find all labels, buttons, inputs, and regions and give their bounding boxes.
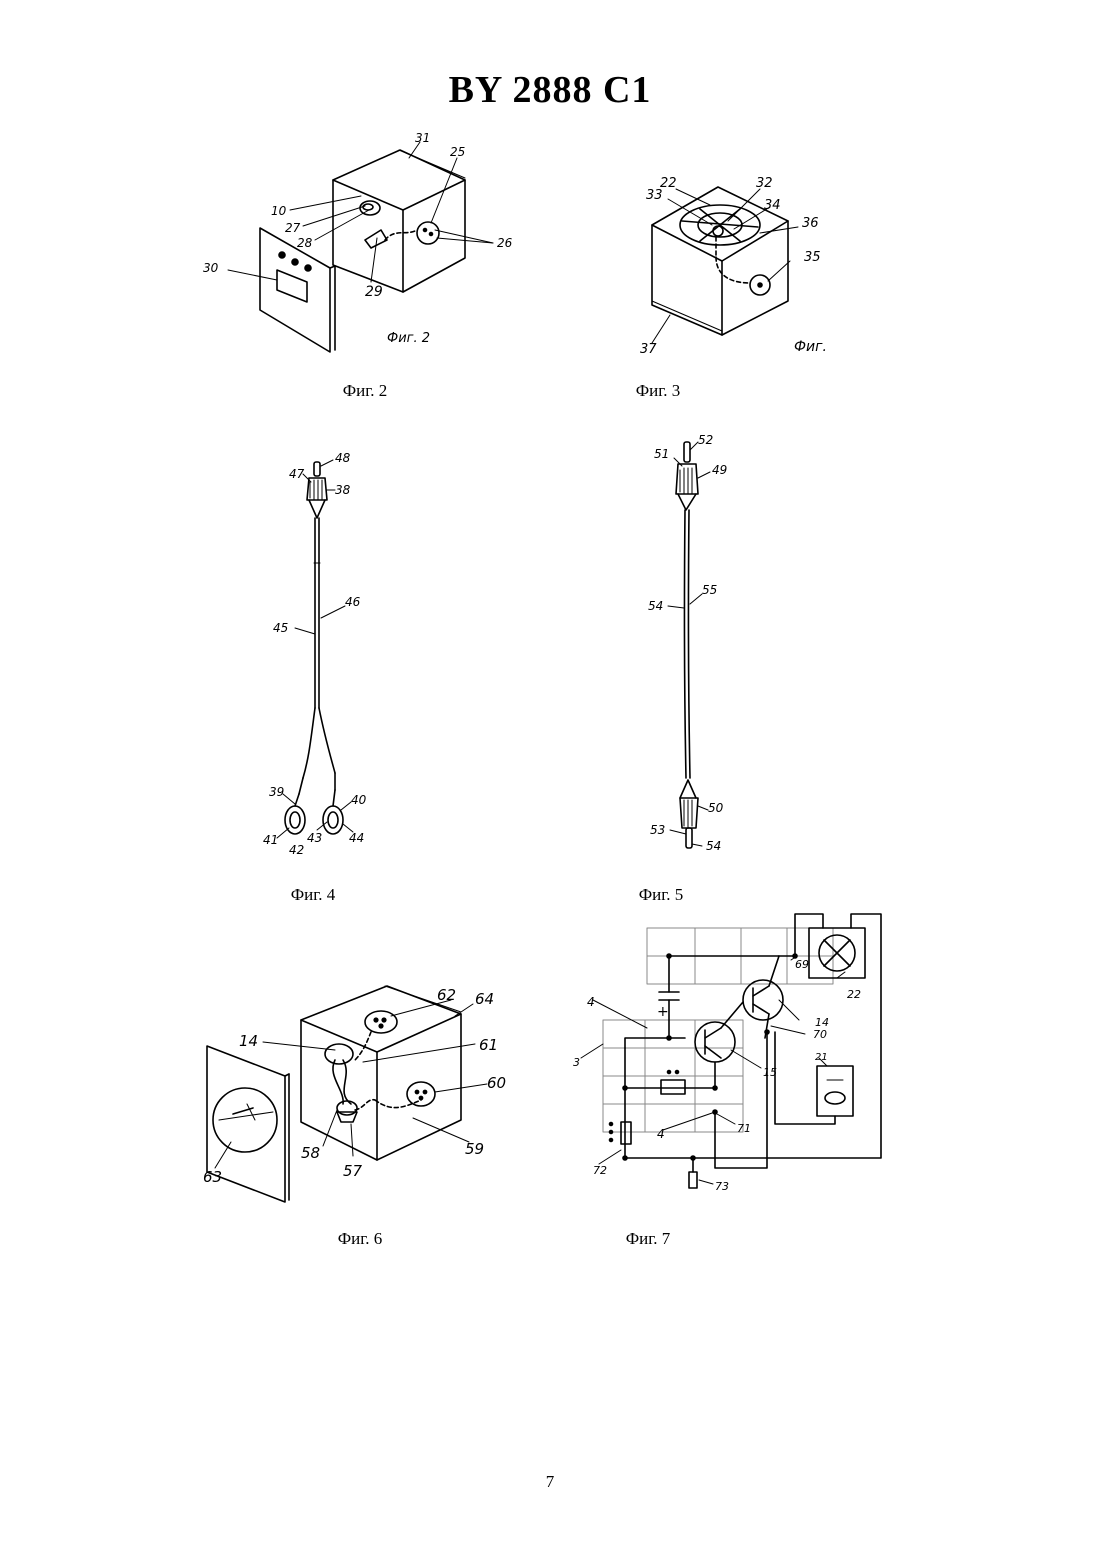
label-46: 46 [345,595,361,609]
label-43: 43 [307,831,322,845]
label-28: 28 [297,236,313,250]
label-54: 54 [648,599,663,613]
label-50: 50 [708,801,724,815]
figure-2-caption: Фиг. 2 [305,381,425,401]
figure-3-inline-label: Фиг. [794,339,827,355]
document-title: BY 2888 C1 [0,68,1100,112]
label-45: 45 [273,621,288,635]
label-70: 70 [813,1028,827,1041]
figure-6-drawing: 62 64 14 61 60 58 57 59 63 [195,980,525,1205]
figure-2-drawing: 31 25 10 27 28 26 29 30 Фиг. 2 [195,130,535,360]
label-4-bottom: 4 [657,1127,665,1141]
figure-4-drawing: 48 47 38 46 45 39 40 41 42 43 44 [255,448,395,868]
label-55: 55 [702,583,717,597]
label-4-top: 4 [587,995,595,1009]
label-10: 10 [271,204,287,218]
label-27: 27 [285,221,301,235]
label-37: 37 [640,342,657,357]
label-51: 51 [654,447,669,461]
label-41: 41 [263,833,278,847]
label-26: 26 [497,236,513,250]
label-47: 47 [289,467,305,481]
label-57: 57 [343,1162,363,1180]
label-35: 35 [804,250,821,265]
label-59: 59 [465,1140,484,1158]
label-39: 39 [269,785,284,799]
label-48: 48 [335,451,351,465]
label-58: 58 [301,1144,320,1162]
label-36: 36 [802,216,819,231]
label-42: 42 [289,843,304,857]
label-30: 30 [203,261,219,275]
label-71: 71 [737,1122,751,1135]
figure-6-caption: Фиг. 6 [300,1229,420,1249]
label-3: 3 [573,1056,580,1069]
label-63: 63 [203,1168,222,1186]
label-22: 22 [847,988,861,1001]
label-25: 25 [450,145,465,159]
label-69: 69 [795,958,809,971]
page-number: 7 [0,1472,1100,1492]
label-64: 64 [475,990,494,1008]
svg-text:+: + [657,1004,669,1020]
label-32: 32 [756,176,773,191]
label-62: 62 [437,986,456,1004]
label-44: 44 [349,831,364,845]
label-52: 52 [698,433,713,447]
label-54-bottom: 54 [706,839,721,853]
label-40: 40 [351,793,367,807]
figure-2-inline-label: Фиг. 2 [387,331,430,346]
label-60: 60 [487,1074,506,1092]
label-29: 29 [365,284,383,300]
figure-5-drawing: 52 51 49 55 54 50 53 54 [640,428,770,868]
figure-7-drawing: + 69 22 4 14 [565,908,895,1208]
label-31: 31 [415,131,430,145]
label-38: 38 [335,483,351,497]
figure-3-drawing: 22 32 33 34 36 35 37 Фиг. [630,165,860,365]
figure-5-caption: Фиг. 5 [601,885,721,905]
label-15: 15 [763,1066,777,1079]
figure-7-caption: Фиг. 7 [588,1229,708,1249]
label-21: 21 [815,1052,828,1063]
label-61: 61 [479,1036,498,1054]
label-33: 33 [646,188,663,203]
label-72: 72 [593,1164,607,1177]
figure-3-caption: Фиг. 3 [598,381,718,401]
label-14: 14 [239,1032,258,1050]
figure-4-caption: Фиг. 4 [253,885,373,905]
label-49: 49 [712,463,727,477]
label-73: 73 [715,1180,729,1193]
label-34: 34 [764,198,781,213]
label-53: 53 [650,823,665,837]
